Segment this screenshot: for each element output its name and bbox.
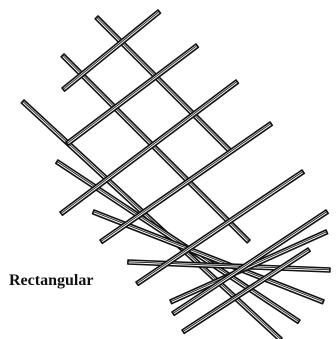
descending-slat-edge-3 (23, 101, 281, 339)
descending-slat-edge-2 (63, 55, 249, 241)
ascending-slat-edge-4 (101, 123, 271, 241)
descending-slat-edge-1 (97, 17, 231, 151)
ascending-slat-edge-1 (63, 11, 159, 89)
figure-caption: Rectangular (9, 272, 93, 290)
ascending-slat-edge-3 (61, 81, 237, 213)
